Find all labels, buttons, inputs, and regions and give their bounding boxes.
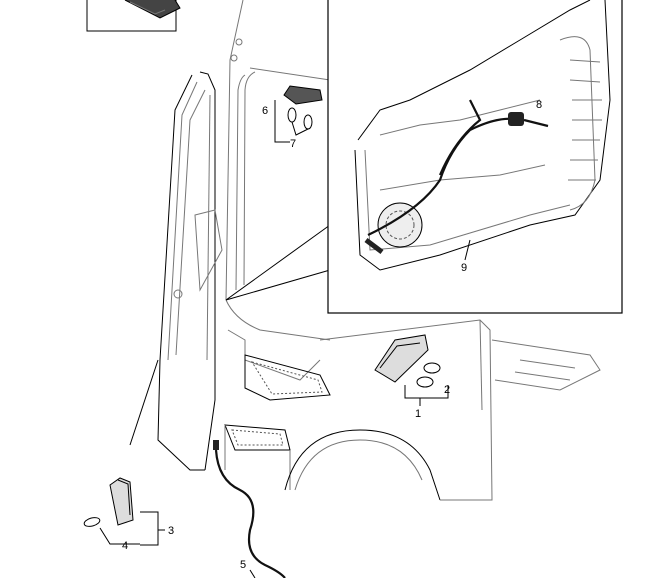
top-left-inset	[86, 0, 181, 32]
callout-3: 3	[168, 525, 174, 537]
callout-4: 4	[122, 540, 128, 552]
callout-2: 2	[444, 384, 450, 396]
door-detail-inset	[225, 0, 623, 314]
wiring-harness	[213, 440, 286, 578]
cab-body	[157, 0, 601, 501]
door-lamp	[83, 359, 165, 546]
callout-6: 6	[262, 105, 268, 117]
callout-7: 7	[290, 138, 296, 150]
callout-8: 8	[536, 99, 542, 111]
callout-5: 5	[240, 559, 246, 571]
roof-lamp	[274, 85, 323, 143]
callout-1: 1	[415, 408, 421, 420]
callout-9: 9	[461, 262, 467, 274]
step-lamp	[374, 334, 449, 406]
